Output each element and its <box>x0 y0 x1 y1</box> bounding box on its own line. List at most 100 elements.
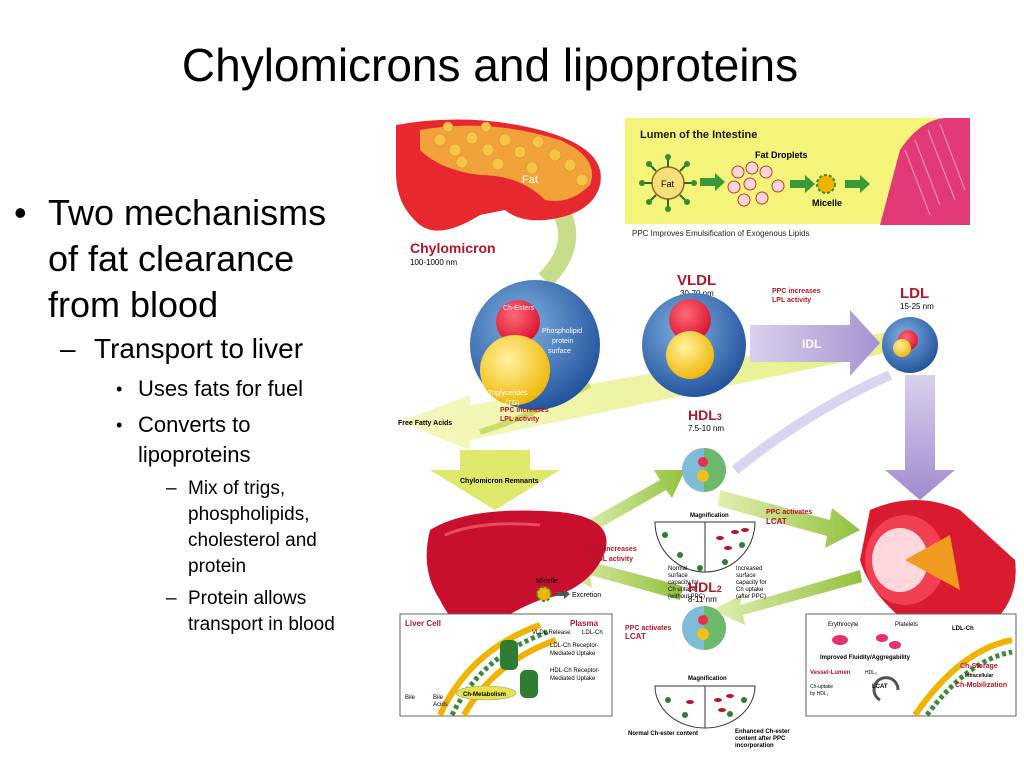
phospholipid-label-1: Phospholipid <box>542 328 582 335</box>
bullet-line: from blood <box>48 284 219 325</box>
lumen-caption: PPC Improves Emulsification of Exogenous… <box>632 229 809 238</box>
vessel-lumen-label: Vessel-Lumen <box>810 670 851 676</box>
bullet-dot: • <box>116 379 123 399</box>
ppc-htgl-2: HTGL activity <box>588 556 633 563</box>
hdl-small-label: HDL₂ <box>865 670 877 676</box>
ch-metabolism-label: Ch-Metabolism <box>463 692 506 698</box>
magnification-semicircle-top <box>654 521 756 573</box>
micelle-small-icon <box>536 586 552 602</box>
ppc-lpl-top-1: PPC increases <box>772 288 821 295</box>
increased-surface-2: surface <box>736 573 756 579</box>
hdl-receptor-1: HDL-Ch Receptor- <box>550 668 600 674</box>
ldl-particle <box>882 317 938 373</box>
platelets-label: Platelets <box>895 622 918 628</box>
bullet-line: Two mechanisms <box>48 192 327 233</box>
ldl-receptor-2: Mediated Uptake <box>550 651 596 657</box>
arrow-lumen-1 <box>700 173 725 191</box>
lumen-title: Lumen of the Intestine <box>640 129 757 141</box>
bullet-level3-fuel: • Uses fats for fuel <box>14 374 386 404</box>
micelle-icon <box>816 174 836 194</box>
plasma-label: Plasma <box>570 619 599 628</box>
arrow-idl <box>750 310 880 376</box>
normal-surface-4: Ch uptake <box>668 587 696 593</box>
arrow-vessel-to-hdl2 <box>712 570 862 625</box>
bullet-line: protein <box>188 556 247 577</box>
bullet-line: lipoproteins <box>138 442 251 467</box>
increased-surface-3: capacity for <box>736 580 767 586</box>
excretion-label: Excretion <box>572 592 601 599</box>
vessel-detail-box <box>805 613 1017 717</box>
lumen-villi <box>880 118 970 225</box>
vldl-particle <box>642 293 746 397</box>
chylomicron-particle <box>470 280 600 410</box>
normal-surface-2: surface <box>668 573 688 579</box>
fat-micelle-icon <box>639 154 697 212</box>
arrow-lumen-3 <box>845 175 870 193</box>
increased-surface-1: Increased <box>736 566 762 572</box>
arrow-ldl-down <box>885 375 955 500</box>
bullet-dash: – <box>166 588 177 609</box>
normal-surface-3: capacity for <box>668 580 699 586</box>
intracellular-label: intracellular <box>965 673 993 679</box>
magnification-semicircle-bottom <box>654 685 756 729</box>
enhanced-ch-ester-1: Enhanced Ch-ester <box>735 729 790 735</box>
vldl-label: VLDL <box>677 272 716 289</box>
bullet-line: Mix of trigs, <box>188 478 286 499</box>
hdl2-size: 8-11 nm <box>688 595 717 604</box>
fat-droplets-label: Fat Droplets <box>755 150 808 160</box>
bullet-line: of fat clearance <box>48 238 295 279</box>
hdl3-text: HDL <box>688 407 717 423</box>
hdl2-sub: 2 <box>717 584 722 594</box>
micelle-label: Micelle <box>812 198 842 208</box>
phospholipid-label-3: surface <box>548 348 571 355</box>
bullet-dash: – <box>166 478 177 499</box>
idl-label: IDL <box>802 337 821 351</box>
increased-surface-4: Ch uptake <box>736 587 764 593</box>
membrane-right <box>912 637 1013 717</box>
free-fatty-acids-label: Free Fatty Acids <box>398 420 452 427</box>
ch-uptake-2: by HDL₂ <box>810 691 829 697</box>
improved-fluidity-label: Improved Fluidity/Aggregability <box>820 655 911 661</box>
enhanced-ch-ester-3: incorporation <box>735 743 774 749</box>
fat-droplets-icon <box>727 161 785 207</box>
hdl3-sub: 3 <box>717 412 722 422</box>
bullet-line: cholesterol and <box>188 530 317 551</box>
ldl-ch-right-label: LDL-Ch <box>952 626 974 632</box>
bullet-text: Uses fats for fuel <box>138 376 304 401</box>
bullet-line: Protein allows <box>188 588 307 609</box>
ch-esters-label: Ch-Esters <box>503 305 535 312</box>
bile-acids-label-2: Acids <box>433 702 448 708</box>
bullet-line: transport in blood <box>188 614 335 635</box>
ch-storage-label: Ch-Storage <box>960 663 998 670</box>
enhanced-ch-ester-2: content after PPC <box>735 736 786 742</box>
magnification-top: Magnification <box>690 513 729 519</box>
bullet-list: • Two mechanisms of fat clearance from b… <box>14 190 386 710</box>
phospholipid-label-2: protein <box>552 338 574 345</box>
cycle-arrow-icon <box>872 676 900 702</box>
arrow-hdl-to-vessel <box>718 490 860 548</box>
bullet-line: phospholipids, <box>188 504 310 525</box>
chylomicron-remnants-label: Chylomicron Remnants <box>460 478 539 485</box>
normal-surface-1: Normal <box>668 566 687 572</box>
normal-ch-ester-label: Normal Ch-ester content <box>628 731 698 737</box>
vessel-illustration <box>860 500 1016 633</box>
bullet-line: Converts to <box>138 412 251 437</box>
membrane-illustration <box>437 622 558 717</box>
ldl-ch-label: LDL-Ch <box>582 630 603 636</box>
bile-acids-label-1: Bile <box>433 695 444 701</box>
magnification-bottom: Magnification <box>688 676 727 682</box>
liver-cell-label: Liver Cell <box>405 619 441 628</box>
arrow-chylo-curve <box>538 205 577 287</box>
bullet-level1: • Two mechanisms of fat clearance from b… <box>14 190 386 328</box>
bullet-level2-transport: – Transport to liver <box>14 332 386 366</box>
ppc-lcat-bottom-1: PPC activates <box>625 625 671 632</box>
blood-cells-icon <box>832 634 901 649</box>
ppc-lpl-top-2: LPL activity <box>772 297 811 304</box>
ppc-lcat-top-2: LCAT <box>766 517 787 526</box>
ldl-size: 15-25 nm <box>900 302 934 311</box>
normal-surface-5: (without PPC) <box>668 594 705 600</box>
hdl3-size: 7.5-10 nm <box>688 424 724 433</box>
slide-title: Chylomicrons and lipoproteins <box>181 39 799 91</box>
fat-label-lumen: Fat <box>661 179 675 189</box>
chylomicron-size: 100-1000 nm <box>410 258 457 267</box>
